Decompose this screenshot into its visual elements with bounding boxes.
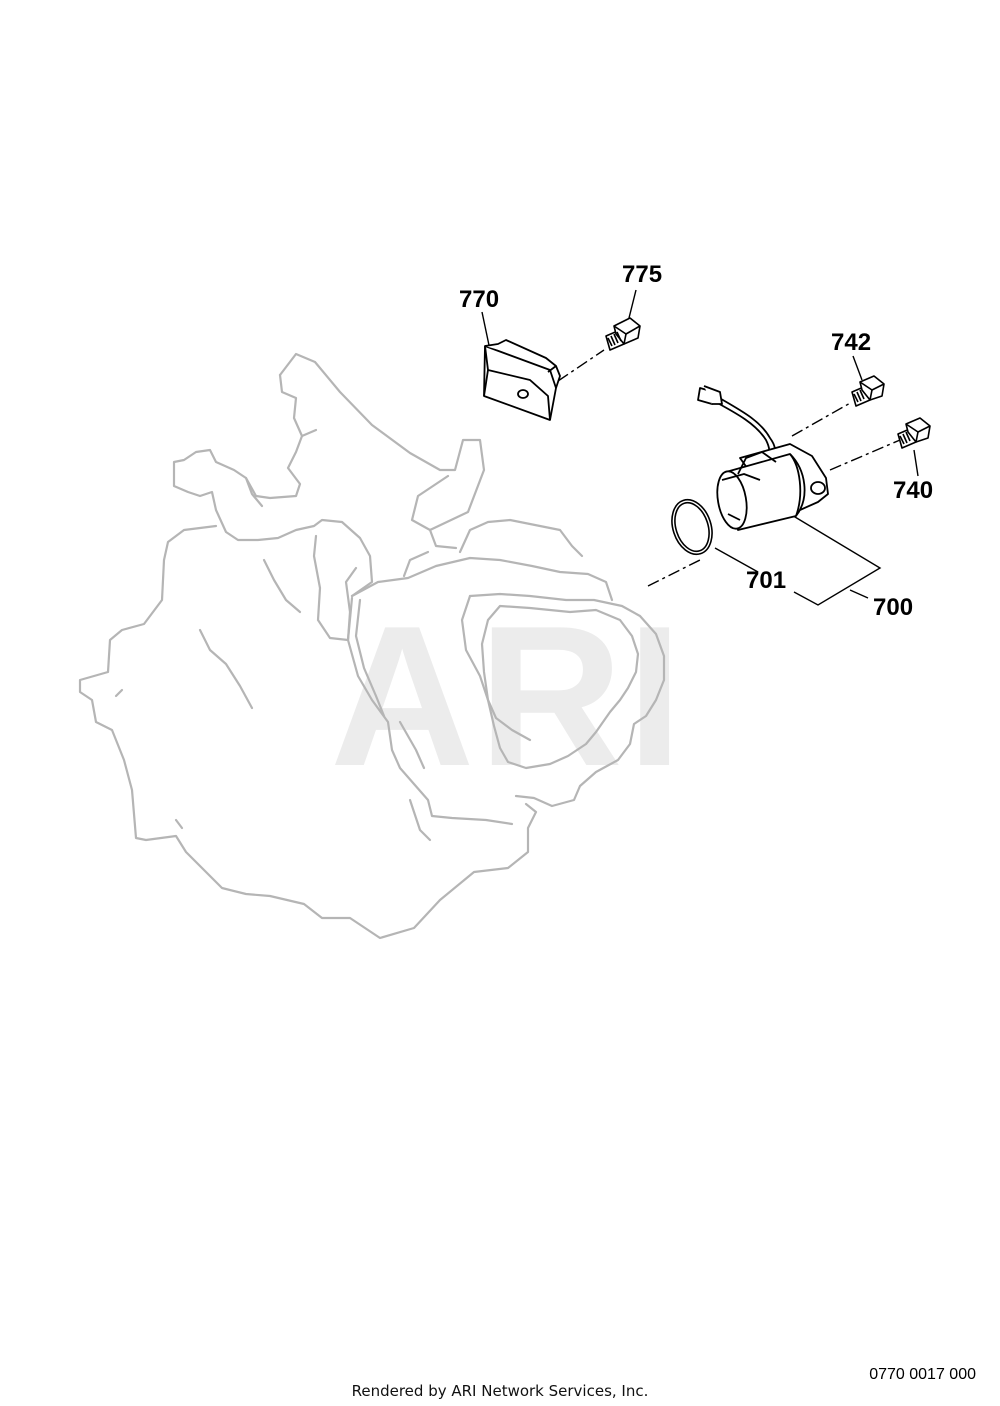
engine-outline [78,352,666,940]
callout-742: 742 [831,329,871,356]
leader-775 [627,289,637,323]
assembly-line-701 [647,559,701,587]
assembly-line-742 [791,401,853,437]
ari-watermark: ARI [330,585,686,808]
leader-lines [481,289,919,606]
part-701-o-ring [671,498,713,556]
leader-770 [481,311,491,351]
leader-740 [913,449,919,477]
part-700-solenoid [697,385,829,531]
callout-700: 700 [873,594,913,621]
assembly-line-775 [557,349,605,382]
diagram-code: 0770 0017 000 [869,1366,976,1383]
leader-700-bracket [789,513,882,606]
callout-775: 775 [622,261,662,288]
assembly-line-740 [829,439,901,471]
part-775-bolt [605,317,641,351]
rendered-by-credit: Rendered by ARI Network Services, Inc. [351,1382,649,1400]
assembly-lines [557,349,901,587]
leader-742 [852,355,863,381]
part-740-bolt [897,417,931,449]
leader-700 [849,589,869,599]
callout-770: 770 [459,286,499,313]
part-742-bolt [851,375,885,407]
leader-701 [714,547,759,573]
part-770-bracket [483,339,561,421]
callout-740: 740 [893,477,933,504]
callout-701: 701 [746,567,786,594]
